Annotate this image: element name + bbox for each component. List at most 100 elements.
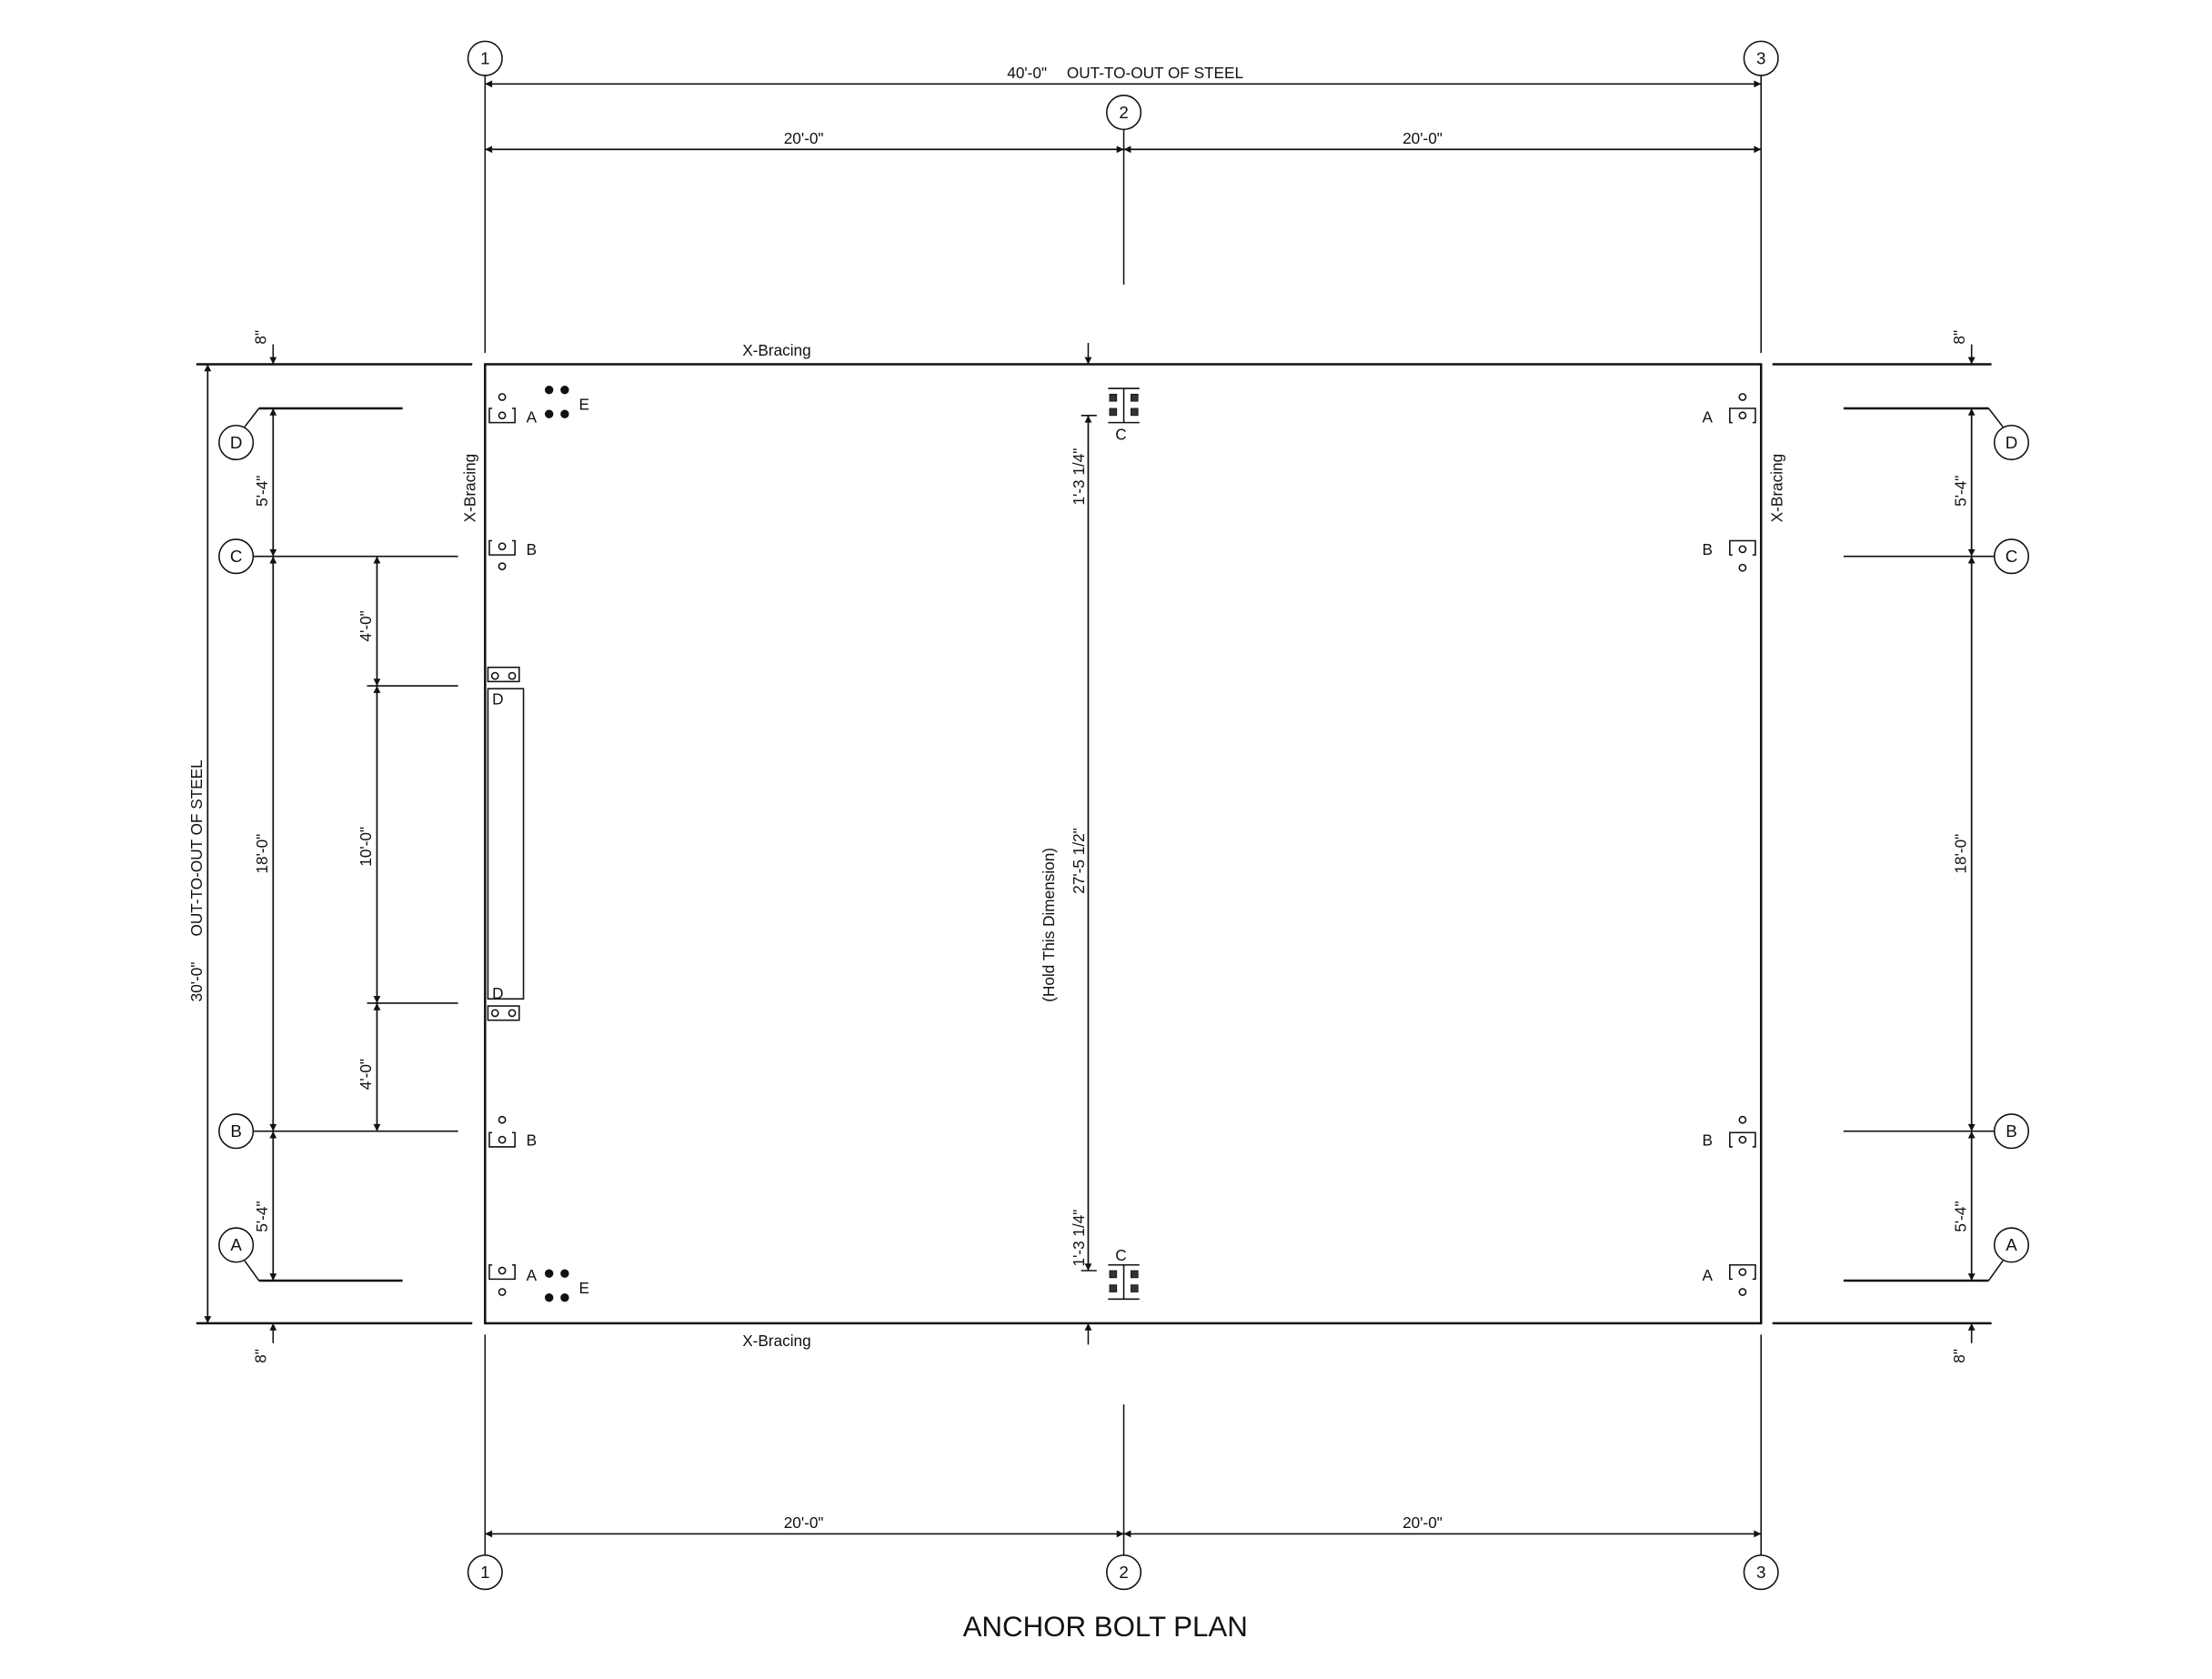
x-bracing-label-bottom: X-Bracing [742, 1332, 810, 1350]
anchor-b-bottom-left: B [488, 1115, 537, 1149]
svg-text:2: 2 [1119, 1563, 1128, 1582]
svg-text:D: D [230, 433, 243, 452]
grid-bubble-2-top: 2 [1106, 95, 1142, 131]
row-gridlines-right [1843, 407, 2004, 1282]
svg-text:1: 1 [480, 1563, 489, 1582]
anchor-a-bottom-right: A [1703, 1263, 1756, 1296]
svg-text:20'-0": 20'-0" [784, 129, 824, 147]
bay-dimensions-top: 20'-0" 20'-0" [485, 129, 1762, 154]
edge-dimension-left-top: 8" [251, 330, 277, 365]
anchor-c-top: C [1108, 387, 1140, 443]
svg-text:B: B [527, 540, 537, 558]
anchor-b-bottom-right: B [1703, 1115, 1756, 1149]
edge-dimension-right-bottom: 8" [1950, 1322, 1976, 1363]
svg-text:D: D [2006, 433, 2018, 452]
svg-text:5'-4": 5'-4" [1951, 1201, 1969, 1232]
svg-text:C: C [230, 547, 243, 566]
grid-bubble-b-left: B [218, 1113, 255, 1150]
grid-bubble-1-bottom: 1 [467, 1554, 503, 1591]
grid-bubble-d-left: D [218, 424, 255, 461]
grid-bubble-3-bottom: 3 [1743, 1554, 1779, 1591]
svg-text:A: A [1703, 408, 1714, 427]
svg-text:A: A [527, 408, 538, 427]
edge-dimension-right-top: 8" [1950, 330, 1976, 365]
svg-text:E: E [579, 1279, 589, 1297]
x-bracing-label-right: X-Bracing [1768, 454, 1786, 522]
grid-bubble-3-top: 3 [1743, 40, 1779, 76]
svg-text:D: D [492, 689, 503, 708]
svg-text:A: A [527, 1266, 538, 1284]
row-gridlines-left [244, 407, 458, 1282]
row-dimensions-left: 5'-4" 18'-0" 5'-4" [253, 407, 277, 1281]
edge-dimension-left-bottom: 8" [251, 1322, 277, 1363]
x-bracing-label-left: X-Bracing [460, 454, 478, 522]
svg-text:B: B [1703, 540, 1713, 558]
svg-text:8": 8" [251, 330, 269, 345]
overall-depth-dimension: 30'-0" OUT-TO-OUT OF STEEL [187, 364, 212, 1323]
svg-text:OUT-TO-OUT OF STEEL: OUT-TO-OUT OF STEEL [1067, 64, 1243, 82]
grid-bubble-c-right: C [1993, 538, 2030, 575]
door-dimensions: 4'-0" 10'-0" 4'-0" [357, 556, 458, 1131]
svg-text:8": 8" [1950, 1349, 1968, 1363]
svg-text:C: C [2006, 547, 2018, 566]
anchor-a-top-left: A [488, 393, 538, 427]
svg-text:C: C [1115, 1246, 1126, 1264]
grid-bubble-c-left: C [218, 538, 255, 575]
svg-text:5'-4": 5'-4" [253, 1201, 271, 1232]
svg-text:B: B [230, 1121, 242, 1141]
svg-text:20'-0": 20'-0" [784, 1513, 824, 1532]
svg-text:OUT-TO-OUT OF STEEL: OUT-TO-OUT OF STEEL [187, 759, 206, 936]
row-dimensions-right: 5'-4" 18'-0" 5'-4" [1951, 407, 1976, 1281]
grid-bubble-1-top: 1 [467, 40, 503, 76]
svg-text:1: 1 [480, 48, 489, 67]
door-jamb-framing: D D [487, 666, 525, 1021]
svg-text:8": 8" [251, 1349, 269, 1363]
svg-text:B: B [2006, 1121, 2017, 1141]
grid-bubble-2-bottom: 2 [1106, 1554, 1142, 1591]
drawing-title: ANCHOR BOLT PLAN [963, 1611, 1248, 1643]
svg-text:27'-5 1/2": 27'-5 1/2" [1070, 828, 1088, 893]
x-bracing-label-top: X-Bracing [742, 341, 810, 359]
svg-text:10'-0": 10'-0" [357, 827, 375, 867]
grid-lines [484, 75, 1762, 1555]
anchor-a-bottom-left: A [488, 1263, 538, 1296]
grid-bubble-a-left: A [218, 1227, 255, 1263]
svg-text:A: A [1703, 1266, 1714, 1284]
svg-text:5'-4": 5'-4" [1951, 476, 1969, 507]
svg-text:40'-0": 40'-0" [1007, 64, 1047, 82]
svg-text:4'-0": 4'-0" [357, 1059, 375, 1090]
svg-text:3: 3 [1756, 1563, 1765, 1582]
svg-text:3: 3 [1756, 48, 1765, 67]
anchor-e-top-left: E [545, 385, 589, 418]
svg-text:18'-0": 18'-0" [253, 834, 271, 874]
grid-bubble-b-right: B [1993, 1113, 2030, 1150]
svg-text:D: D [492, 984, 503, 1002]
svg-text:1'-3 1/4": 1'-3 1/4" [1070, 1210, 1088, 1267]
overall-width-dimension: 40'-0" OUT-TO-OUT OF STEEL [485, 64, 1762, 88]
bay-dimensions-bottom: 20'-0" 20'-0" [485, 1513, 1762, 1538]
svg-text:2: 2 [1119, 103, 1128, 122]
building-outline [196, 363, 1992, 1325]
svg-text:B: B [1703, 1131, 1713, 1149]
anchor-a-top-right: A [1703, 393, 1756, 427]
anchor-b-top-left: B [488, 539, 537, 571]
svg-text:C: C [1115, 425, 1126, 443]
anchor-c-bottom: C [1108, 1246, 1140, 1301]
svg-text:20'-0": 20'-0" [1403, 1513, 1443, 1532]
svg-text:(Hold This Dimension): (Hold This Dimension) [1040, 848, 1058, 1002]
svg-text:18'-0": 18'-0" [1951, 834, 1969, 874]
anchor-b-top-right: B [1703, 539, 1756, 572]
svg-text:4'-0": 4'-0" [357, 610, 375, 641]
svg-text:A: A [230, 1235, 242, 1254]
svg-text:E: E [579, 396, 589, 414]
svg-text:30'-0": 30'-0" [187, 962, 206, 1002]
svg-text:1'-3 1/4": 1'-3 1/4" [1070, 448, 1088, 506]
column-hold-dimension: 1'-3 1/4" 27'-5 1/2" (Hold This Dimensio… [1040, 415, 1097, 1272]
svg-text:B: B [527, 1131, 537, 1149]
svg-text:A: A [2006, 1235, 2017, 1254]
svg-text:8": 8" [1950, 330, 1968, 345]
anchor-e-bottom-left: E [545, 1269, 589, 1302]
grid-bubble-d-right: D [1993, 424, 2030, 461]
grid-bubble-a-right: A [1993, 1227, 2030, 1263]
